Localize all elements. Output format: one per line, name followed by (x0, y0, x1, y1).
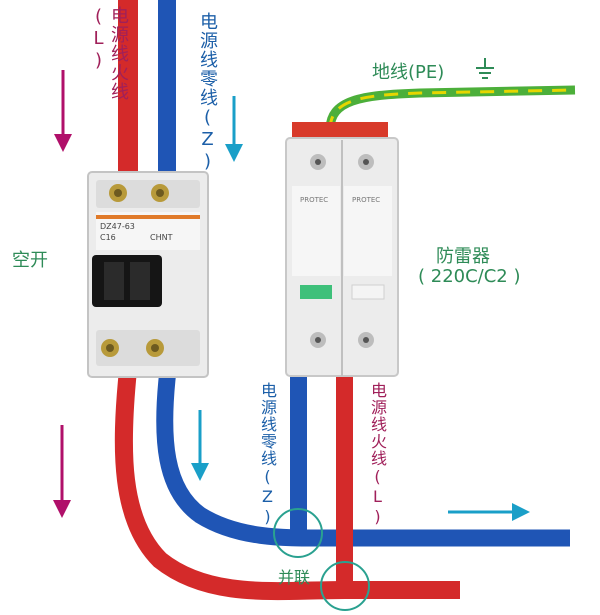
breaker-model-text: DZ47-63 (100, 222, 135, 231)
arrow-right-icon (448, 503, 530, 521)
red-wire-arrester (336, 370, 353, 595)
blue-wire-top (158, 0, 176, 185)
red-wire-top (118, 0, 138, 185)
live-out-label: 电源线火线(L) (368, 382, 387, 527)
arrester-text-left: PROTEC (300, 196, 329, 204)
neutral-out-label: 电源线零线(Z) (258, 382, 277, 527)
breaker-rating-text: C16 (100, 233, 116, 242)
red-wire-bottom (114, 369, 460, 601)
arrester-name-label: 防雷器 (436, 246, 490, 267)
ground-label: 地线(PE) (372, 62, 445, 83)
surge-protector (285, 122, 399, 377)
arrow-down-icon (54, 70, 72, 152)
parallel-label: 并联 (278, 568, 311, 587)
arrow-down-icon (53, 425, 71, 518)
junction-circle-live (320, 561, 370, 611)
ground-icon (476, 58, 494, 79)
arrow-down-icon (191, 410, 209, 481)
breaker-brand-text: CHNT (150, 233, 173, 242)
blue-wire-arrester (290, 370, 307, 540)
live-source-label: 电源线火线(L) (88, 6, 129, 101)
arrow-down-icon (225, 96, 243, 162)
ground-wire (325, 85, 576, 131)
arrester-model-label: ( 220C/C2 ) (418, 266, 521, 287)
junction-circle-neutral (273, 508, 323, 558)
neutral-source-label: 电源线零线(Z) (197, 12, 218, 173)
arrester-text-right: PROTEC (352, 196, 381, 204)
circuit-breaker (87, 171, 209, 378)
breaker-label: 空开 (12, 250, 48, 271)
